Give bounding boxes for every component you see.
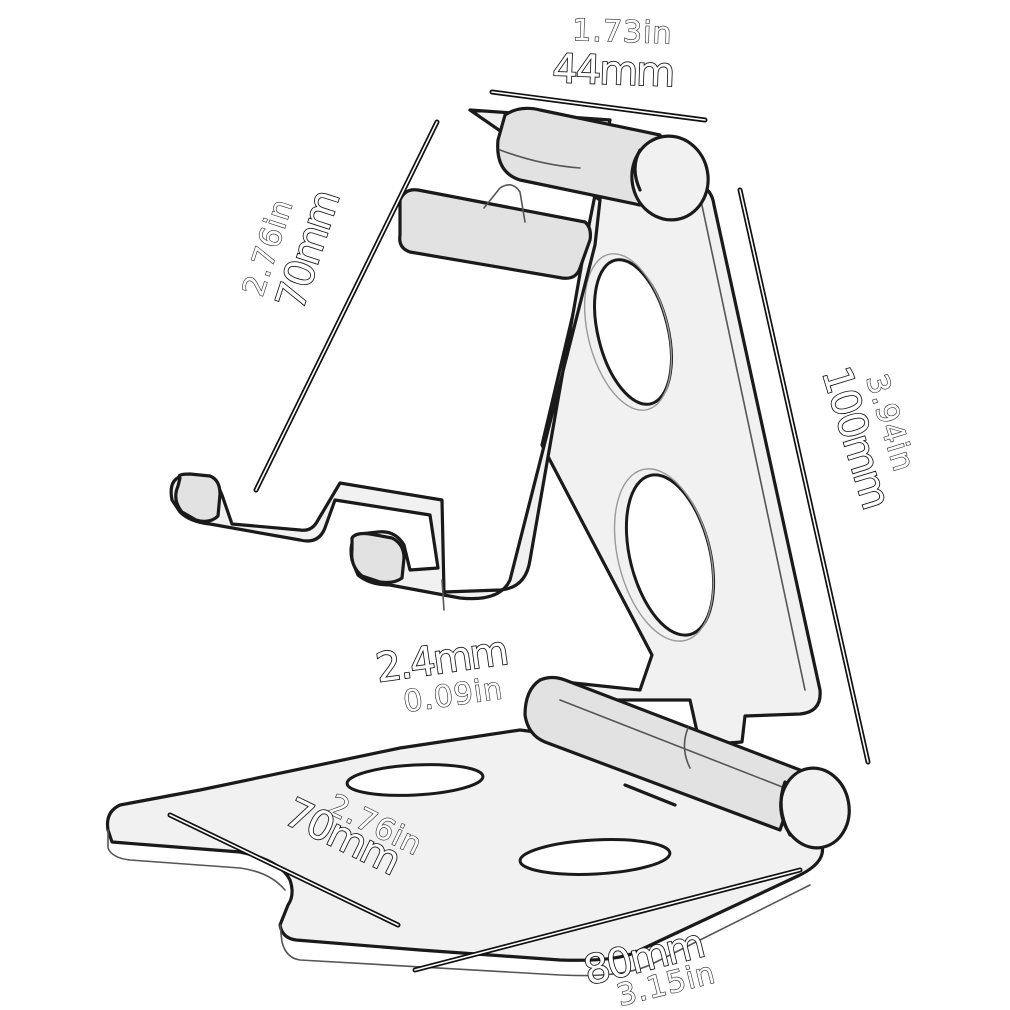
base-slot-right <box>518 838 672 876</box>
label-height: 100mm 3.94in <box>812 361 922 514</box>
dimension-lines <box>167 89 871 973</box>
top-hinge <box>496 106 710 222</box>
support-leg <box>540 183 822 747</box>
label-thickness: 2.4mm 0.09in <box>372 627 510 720</box>
top-width-in: 1.73in <box>572 13 673 51</box>
label-back-panel: 2.76in 70mm <box>236 185 350 316</box>
base-slot-left <box>345 763 485 797</box>
top-width-mm: 44mm <box>552 46 674 96</box>
base-plate <box>105 728 825 977</box>
label-top-width: 1.73in 44mm <box>551 12 675 97</box>
top-hinge-cap <box>630 134 710 222</box>
bottom-hinge <box>523 675 851 850</box>
